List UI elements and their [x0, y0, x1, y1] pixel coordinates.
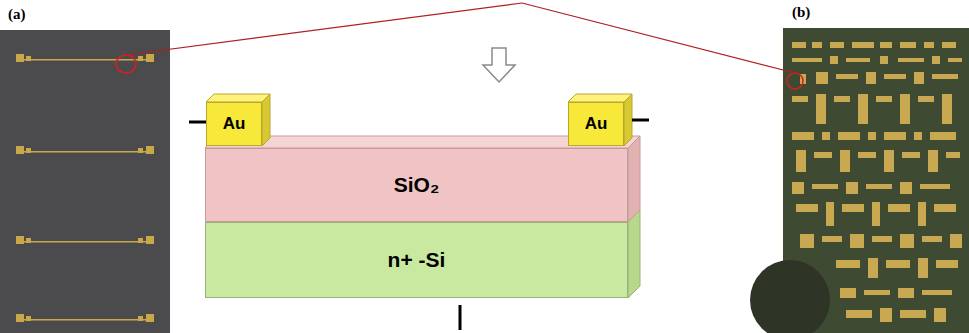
layer-label: SiO₂ — [394, 173, 440, 197]
contact-wire — [189, 121, 206, 124]
panel-label: (a) — [8, 6, 26, 23]
callout-circle — [787, 73, 803, 89]
test-structures-a — [16, 54, 154, 322]
sio2-side-face — [628, 136, 640, 222]
photo-b-shadow — [750, 260, 830, 333]
oxide-layer: SiO₂ — [205, 148, 628, 222]
leader-line — [522, 3, 795, 73]
down-arrow — [483, 48, 515, 82]
au-top-face — [206, 94, 270, 102]
substrate-layer: n+ -Si — [205, 222, 628, 298]
layer-label: Au — [585, 114, 608, 134]
leader-line — [126, 3, 522, 55]
layer-label: n+ -Si — [388, 248, 446, 272]
au-top-face — [568, 94, 632, 102]
callout-circle — [116, 55, 136, 73]
contact-wire — [632, 119, 649, 122]
si-side-face — [628, 210, 640, 298]
photo-a — [0, 30, 170, 333]
gold-contact: Au — [206, 102, 262, 146]
pad-array-b — [792, 42, 962, 322]
layer-label: Au — [223, 114, 246, 134]
au-side-face — [624, 94, 632, 146]
gold-contact: Au — [568, 102, 624, 146]
contact-wire — [459, 305, 462, 330]
au-side-face — [262, 94, 270, 146]
panel-label: (b) — [792, 4, 810, 21]
